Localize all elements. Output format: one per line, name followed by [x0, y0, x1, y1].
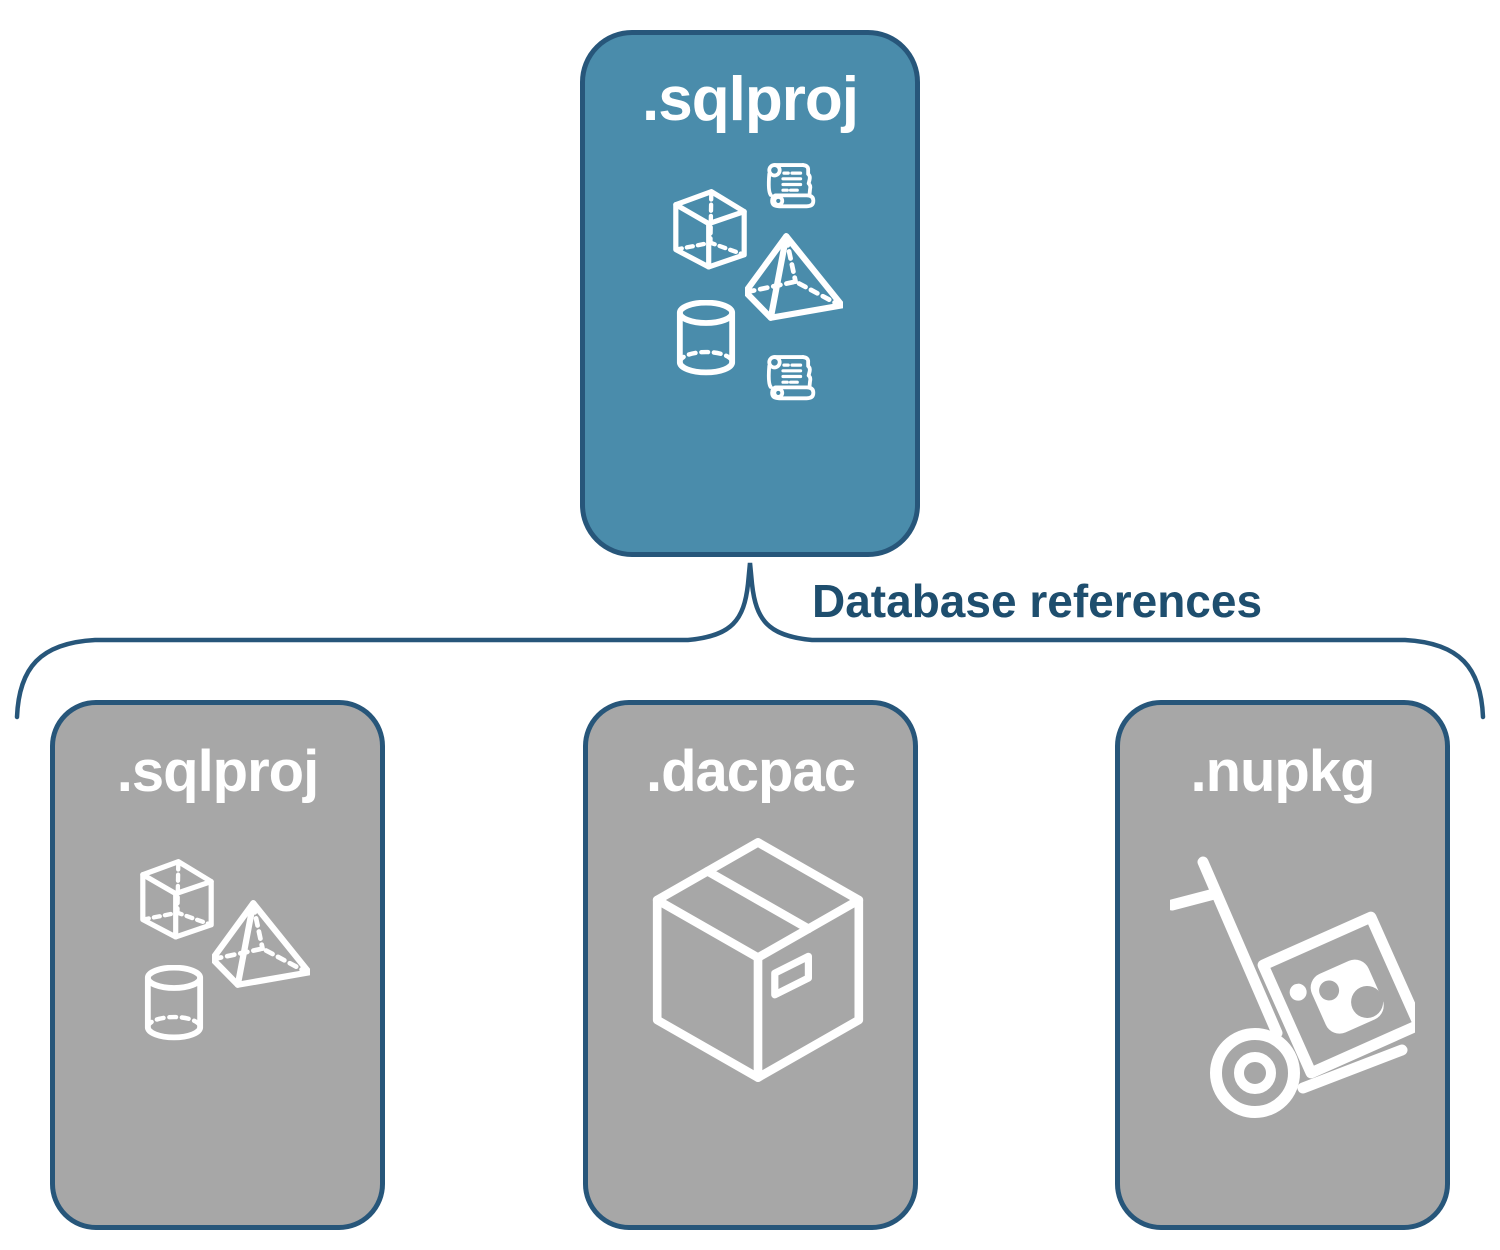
nuget-logo-dot [1289, 983, 1307, 1001]
handtruck-wheel-outer [1210, 1028, 1300, 1118]
card-title: .nupkg [1190, 739, 1375, 804]
scroll-icon [766, 163, 816, 209]
cube-icon [673, 189, 747, 270]
handtruck-wheel-inner [1234, 1052, 1276, 1094]
card-title: .sqlproj [642, 65, 859, 134]
hand-truck-nuget-icon [1170, 856, 1415, 1118]
card-title: .sqlproj [116, 739, 319, 804]
card-title: .dacpac [646, 739, 856, 804]
cylinder-icon [676, 300, 736, 376]
pyramid-icon [745, 233, 843, 321]
card-dacpac: .dacpac [583, 700, 918, 1230]
cylinder-icon [144, 965, 204, 1041]
handtruck-base [1297, 1044, 1408, 1094]
connector-label: Database references [812, 575, 1263, 627]
card-sqlproj-root: .sqlproj [580, 30, 920, 557]
card-sqlproj-child: .sqlproj [50, 700, 385, 1230]
package-box-icon [652, 838, 864, 1082]
scroll-icon [766, 355, 816, 401]
cube-icon [140, 859, 214, 940]
handtruck-grip [1170, 888, 1220, 911]
brace-path [14, 562, 1486, 720]
nuget-package [1257, 911, 1415, 1079]
pyramid-icon [212, 900, 310, 988]
handtruck-pole [1197, 856, 1283, 1039]
card-nupkg: .nupkg [1115, 700, 1450, 1230]
